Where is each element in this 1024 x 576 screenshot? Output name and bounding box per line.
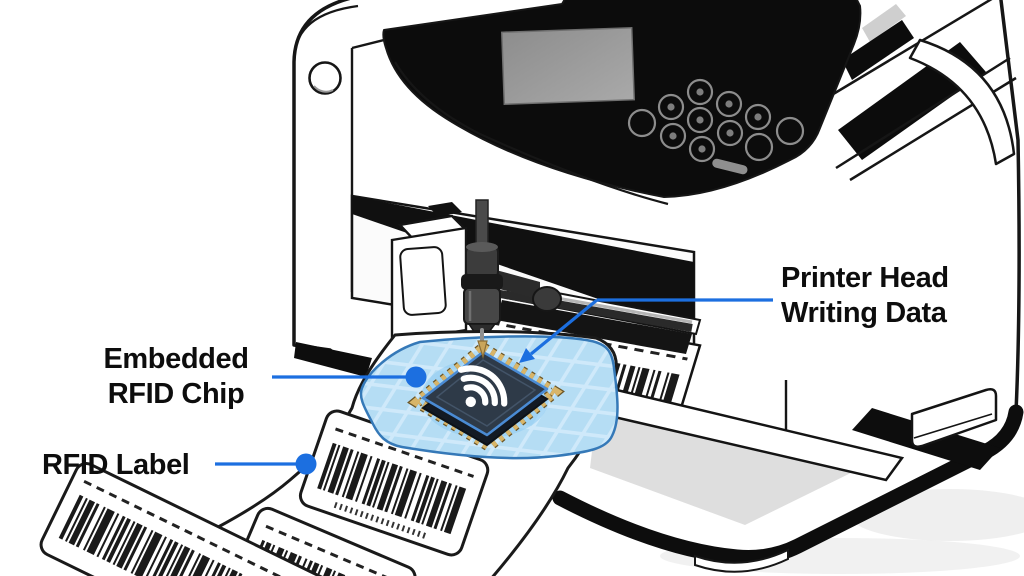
keypad xyxy=(627,78,805,175)
printer-left-foot xyxy=(294,342,372,377)
keypad-indicator-bar xyxy=(712,158,748,175)
barcode-icon xyxy=(58,494,352,576)
annotation-embedded-chip-line2: RFID Chip xyxy=(107,378,245,410)
annotation-embedded-chip: Embedded RFID Chip xyxy=(70,342,282,412)
leader-dot xyxy=(295,453,317,475)
keypad-button xyxy=(627,108,657,138)
side-handle xyxy=(910,388,998,448)
control-panel xyxy=(382,0,862,206)
arrowhead-icon xyxy=(519,348,535,363)
leader-dot xyxy=(405,366,427,388)
wifi-icon xyxy=(457,365,508,408)
printer-foot xyxy=(694,548,789,573)
rfid-smart-label xyxy=(359,328,619,460)
leader-embedded-chip xyxy=(272,366,427,388)
annotation-printer-head: Printer Head Writing Data xyxy=(781,261,949,331)
print-needle xyxy=(477,328,488,360)
chip-pins xyxy=(409,342,563,452)
annotation-printer-head-line2: Writing Data xyxy=(781,297,947,329)
annotation-embedded-chip-line1: Embedded xyxy=(103,343,249,375)
annotation-rfid-label: RFID Label xyxy=(42,448,190,483)
annotation-leaders xyxy=(215,298,773,475)
tray-paper-guide xyxy=(908,38,1016,166)
keypad-button xyxy=(775,116,805,146)
tray-slot xyxy=(842,20,914,80)
paper-tray xyxy=(829,0,1017,182)
printer-base xyxy=(552,404,1024,565)
display-screen xyxy=(501,26,635,106)
platen-roller xyxy=(496,300,692,354)
keypad-button xyxy=(744,132,774,162)
leader-rfid-label xyxy=(215,453,317,475)
power-button xyxy=(308,61,342,95)
ink-cartridge xyxy=(390,202,469,344)
barcode-icon xyxy=(317,442,468,535)
barcode-label xyxy=(39,462,376,576)
rfid-chip-icon xyxy=(407,340,565,454)
leader-printer-head xyxy=(519,298,773,363)
annotation-rfid-label-text: RFID Label xyxy=(42,449,190,481)
annotation-printer-head-line1: Printer Head xyxy=(781,262,949,294)
